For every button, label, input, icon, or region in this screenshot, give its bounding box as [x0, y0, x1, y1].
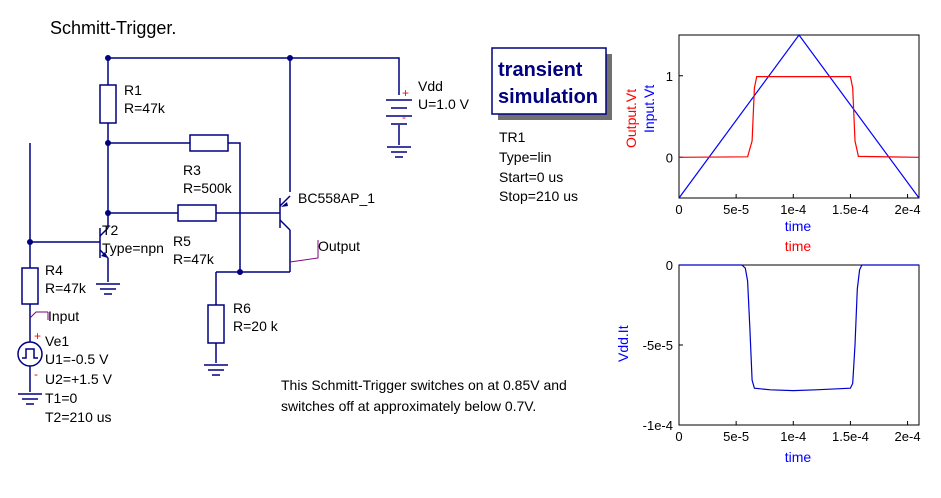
chart-current-frame	[678, 264, 920, 426]
chart-voltage-ytick-label: 0	[666, 150, 673, 165]
series-output-vt	[678, 75, 920, 158]
chart-voltage-ylabel-output: Output.Vt	[623, 89, 639, 148]
r4-value: R=47k	[45, 280, 87, 296]
r4-name: R4	[45, 262, 63, 278]
ve1-t1: T1=0	[45, 390, 78, 406]
chart-voltage-ytick-label: 1	[666, 69, 673, 84]
r3-value: R=500k	[183, 180, 233, 196]
resistor-r5[interactable]	[177, 204, 217, 222]
resistor-r3[interactable]	[189, 134, 229, 152]
ve1-u1: U1=-0.5 V	[45, 351, 109, 367]
chart-current-ylabel: Vdd.It	[615, 325, 631, 362]
input-wire-label: Input	[29, 308, 79, 324]
svg-text:-: -	[34, 367, 38, 381]
chart-current-ytick-label: -1e-4	[643, 418, 673, 433]
chart-voltage-xtick-label: 1e-4	[780, 202, 806, 217]
battery-vdd[interactable]: + -	[386, 86, 412, 125]
sim-title-line2: simulation	[498, 86, 598, 108]
series-vdd-it	[679, 264, 919, 392]
chart-current-xtick-label: 1.5e-4	[832, 429, 869, 444]
sim-param-start: Start=0 us	[499, 169, 563, 185]
chart-voltage-xtick-label: 1.5e-4	[832, 202, 869, 217]
chart-current-xtick-label: 1e-4	[780, 429, 806, 444]
t2-type: Type=npn	[102, 240, 164, 256]
r1-name: R1	[124, 82, 142, 98]
ve1-t2: T2=210 us	[45, 409, 112, 425]
output-wire-label: Output	[289, 238, 360, 263]
resistor-r6[interactable]	[207, 304, 225, 344]
ground-ve1-icon	[18, 393, 42, 405]
chart-voltage-xlabel-2: time	[785, 238, 812, 254]
ve1-name: Ve1	[45, 333, 69, 349]
series-input-vt	[678, 33, 920, 199]
sim-param-type: Type=lin	[499, 149, 552, 165]
r1-value: R=47k	[124, 100, 166, 116]
note-line-2: switches off at approximately below 0.7V…	[281, 398, 536, 414]
transient-simulation-block[interactable]: transient simulation	[491, 47, 612, 120]
note-line-1: This Schmitt-Trigger switches on at 0.85…	[281, 377, 567, 393]
transistor-bc558[interactable]	[270, 195, 291, 231]
ve1-u2: U2=+1.5 V	[45, 371, 113, 387]
chart-current-ytick-label: 0	[666, 258, 673, 273]
chart-voltage-xtick-label: 0	[675, 202, 682, 217]
svg-text:+: +	[402, 86, 409, 100]
vdd-name: Vdd	[418, 78, 443, 94]
wires	[29, 57, 400, 392]
sim-title-line1: transient	[498, 59, 583, 81]
r6-value: R=20 k	[233, 318, 279, 334]
chart-current-xtick-label: 0	[675, 429, 682, 444]
chart-voltage-frame	[678, 34, 920, 199]
ground-r6-icon	[204, 364, 228, 376]
transistor-t2[interactable]	[85, 227, 109, 259]
chart-current: 0 5e-5 1e-4 1.5e-4 2e-4 0 -5e-5 -1e-4 time Vdd.…	[615, 258, 921, 465]
r5-value: R=47k	[173, 251, 215, 267]
chart-current-xlabel: time	[785, 449, 812, 465]
svg-text:+: +	[34, 329, 41, 343]
r5-name: R5	[173, 233, 191, 249]
vdd-value: U=1.0 V	[418, 96, 470, 112]
chart-voltage-ylabel-input: Input.Vt	[641, 85, 657, 133]
output-label: Output	[318, 238, 360, 254]
junction-nodes	[27, 55, 293, 275]
chart-voltage-xlabel-1: time	[785, 218, 812, 234]
chart-current-xtick-label: 5e-5	[723, 429, 749, 444]
r3-name: R3	[183, 162, 201, 178]
sim-param-stop: Stop=210 us	[499, 188, 578, 204]
bc558-name: BC558AP_1	[298, 190, 375, 206]
ground-vdd-icon	[387, 146, 411, 158]
ground-t2-icon	[96, 283, 120, 295]
t2-name: T2	[102, 222, 119, 238]
chart-voltage: 0 5e-5 1e-4 1.5e-4 2e-4 0 1 time time Output.V…	[623, 33, 921, 254]
r6-name: R6	[233, 300, 251, 316]
source-ve1[interactable]: + -	[17, 329, 43, 381]
resistor-r1[interactable]	[99, 84, 117, 124]
chart-current-ytick-label: -5e-5	[643, 338, 673, 353]
sim-param-name: TR1	[499, 129, 526, 145]
svg-text:-: -	[402, 110, 406, 124]
chart-voltage-xtick-label: 5e-5	[723, 202, 749, 217]
page-title: Schmitt-Trigger.	[50, 18, 176, 38]
chart-voltage-xtick-label: 2e-4	[895, 202, 921, 217]
chart-current-xtick-label: 2e-4	[895, 429, 921, 444]
resistor-r4[interactable]	[21, 267, 39, 305]
input-label: Input	[48, 308, 79, 324]
